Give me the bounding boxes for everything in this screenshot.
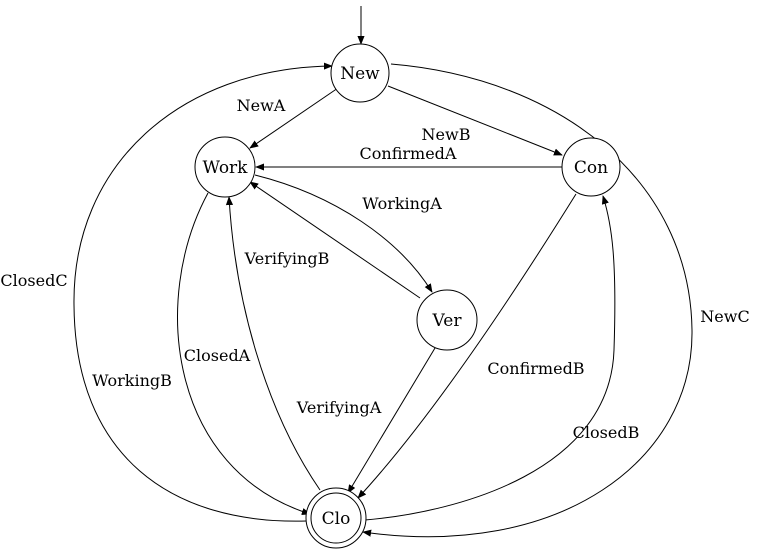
state-work[interactable]: Work bbox=[194, 136, 256, 198]
label-new-to-clo: NewC bbox=[700, 307, 749, 326]
label-work-to-clo: WorkingB bbox=[92, 371, 172, 390]
label-clo-to-con: ClosedB bbox=[573, 423, 640, 442]
edge-ver-to-work bbox=[249, 181, 421, 299]
edge-clo-to-work bbox=[225, 196, 321, 491]
state-ver-label: Ver bbox=[432, 311, 463, 331]
edge-clo-to-con bbox=[364, 195, 616, 521]
label-con-to-work: ConfirmedA bbox=[360, 144, 457, 163]
edge-new-to-work bbox=[249, 87, 339, 149]
edge-new-to-clo bbox=[362, 63, 693, 538]
edge-con-to-clo bbox=[357, 193, 577, 499]
edge-new-to-con bbox=[387, 85, 563, 156]
state-ver[interactable]: Ver bbox=[416, 289, 478, 351]
edge-work-to-ver bbox=[254, 174, 433, 293]
state-clo-final[interactable]: Clo bbox=[305, 487, 367, 549]
label-ver-to-work: VerifyingB bbox=[244, 249, 330, 268]
label-con-to-clo: ConfirmedB bbox=[487, 359, 584, 378]
state-con-label: Con bbox=[574, 158, 608, 178]
label-clo-to-new: ClosedC bbox=[0, 271, 67, 290]
edge-ver-to-clo bbox=[347, 347, 436, 494]
state-new[interactable]: New bbox=[330, 43, 390, 103]
label-work-to-ver: WorkingA bbox=[362, 194, 442, 213]
edge-work-to-clo bbox=[177, 192, 311, 515]
state-con[interactable]: Con bbox=[561, 137, 621, 197]
state-clo-label: Clo bbox=[322, 509, 351, 529]
label-clo-to-work: ClosedA bbox=[184, 346, 251, 365]
label-ver-to-clo: VerifyingA bbox=[296, 398, 382, 417]
label-new-to-work: NewA bbox=[237, 96, 286, 115]
edge-clo-to-new bbox=[73, 62, 333, 522]
state-new-label: New bbox=[340, 64, 380, 84]
label-new-to-con: NewB bbox=[422, 125, 471, 144]
state-work-label: Work bbox=[203, 158, 249, 178]
